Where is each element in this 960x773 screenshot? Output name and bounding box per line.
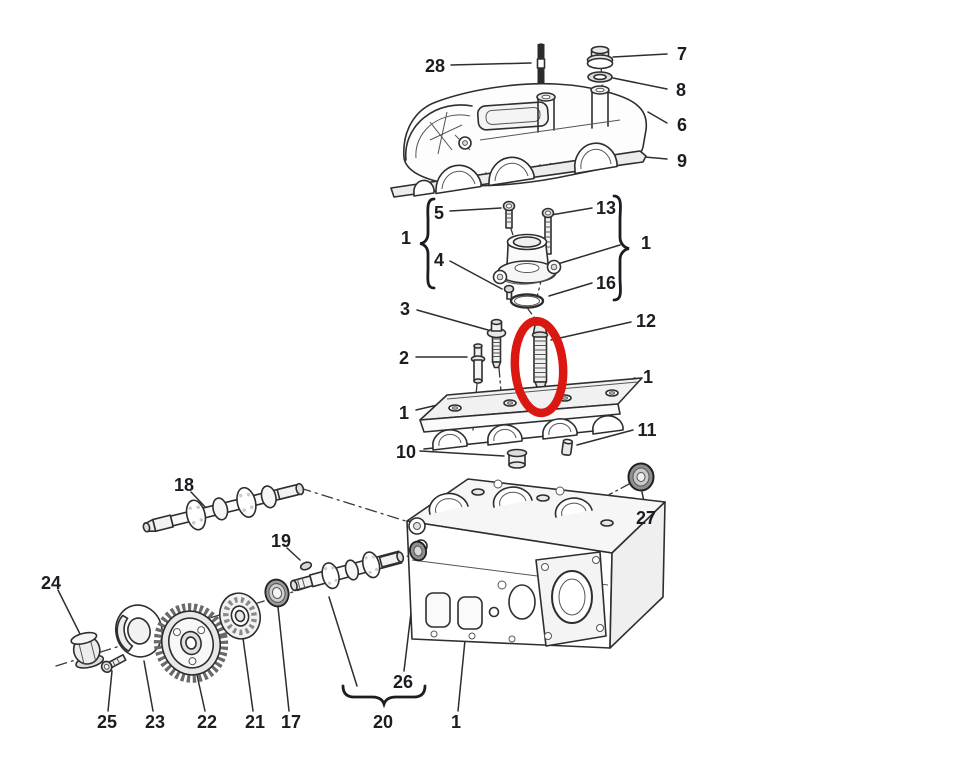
- part-bolt-5: [502, 200, 516, 229]
- callout-26: 26: [393, 672, 413, 692]
- part-breather-tube-1: [492, 233, 562, 285]
- callout-8: 8: [676, 80, 686, 100]
- group-braces: [341, 194, 630, 709]
- callout-7: 7: [677, 44, 687, 64]
- part-seal-26: [409, 540, 427, 562]
- part-bolt-13: [541, 207, 555, 255]
- callout-23: 23: [145, 712, 165, 732]
- callout-11: 11: [637, 420, 656, 440]
- callout-21: 21: [245, 712, 265, 732]
- callout-4: 4: [434, 250, 444, 270]
- part-camshaft-18: [142, 482, 305, 533]
- part-nut-7: [586, 45, 614, 70]
- callout-1-group-right: 1: [641, 233, 651, 253]
- part-timing-gear-22: [153, 603, 229, 683]
- callout-1-group-left: 1: [401, 228, 411, 248]
- part-nut-24: [70, 631, 105, 669]
- callout-2: 2: [399, 348, 409, 368]
- callout-3: 3: [400, 299, 410, 319]
- callout-18: 18: [174, 475, 194, 495]
- part-camshaft-lower: [289, 550, 405, 592]
- callout-27: 27: [636, 508, 656, 528]
- part-oring-16: [509, 293, 545, 309]
- callout-13: 13: [596, 198, 616, 218]
- callout-5: 5: [434, 203, 444, 223]
- callout-1-carrier-left: 1: [399, 403, 409, 423]
- callout-24: 24: [41, 573, 61, 593]
- callout-9: 9: [677, 151, 687, 171]
- part-seal-17: [264, 578, 290, 608]
- highlight-ellipse: [510, 316, 568, 418]
- callout-6: 6: [677, 115, 687, 135]
- part-washer-8: [587, 71, 613, 83]
- callout-1-carrier-right: 1: [643, 367, 653, 387]
- callout-10: 10: [396, 442, 416, 462]
- callout-28: 28: [425, 56, 445, 76]
- callout-1-head: 1: [451, 712, 461, 732]
- callout-22: 22: [197, 712, 217, 732]
- callout-labels: 28 7 8 6 9 5 13 1 1 4 16 3 12 2 1 1 11 1…: [41, 44, 687, 732]
- part-cylinder-head-1: [406, 478, 666, 649]
- callout-16: 16: [596, 273, 616, 293]
- callout-19: 19: [271, 531, 291, 551]
- callout-25: 25: [97, 712, 117, 732]
- part-dowel-11: [561, 438, 574, 457]
- part-bolt-4: [503, 284, 515, 300]
- part-stud-2: [470, 343, 486, 384]
- callout-20: 20: [373, 712, 393, 732]
- part-plug-27: [627, 462, 655, 492]
- part-bearing-21: [219, 592, 261, 640]
- part-plate-23: [115, 604, 163, 658]
- part-bolt-25: [100, 653, 127, 674]
- part-bolt-3: [486, 318, 507, 369]
- callout-12: 12: [636, 311, 656, 331]
- part-stud-28: [536, 43, 546, 88]
- callout-17: 17: [281, 712, 301, 732]
- part-gasket-9: [390, 142, 647, 198]
- part-key-19: [299, 561, 313, 571]
- part-cap-10: [506, 448, 528, 469]
- part-cam-carrier-1: [419, 377, 643, 451]
